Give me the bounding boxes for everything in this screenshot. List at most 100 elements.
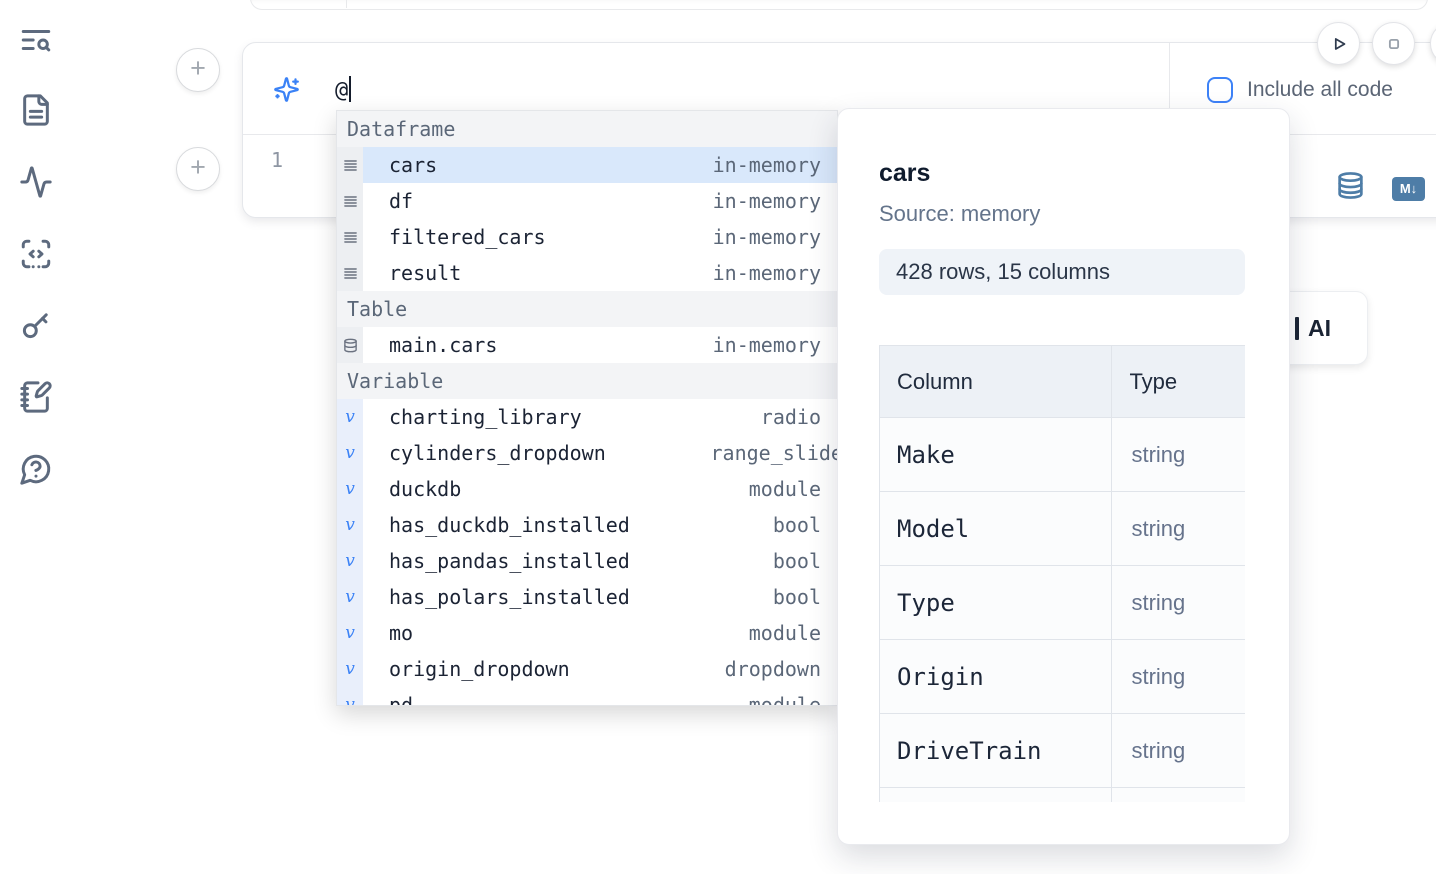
column-name-cell xyxy=(879,787,1113,802)
help-chat-icon[interactable] xyxy=(19,452,55,488)
include-all-code-checkbox[interactable] xyxy=(1207,77,1233,103)
completion-item-type: bool xyxy=(772,585,821,609)
completion-item-type: radio xyxy=(760,405,821,429)
completion-item[interactable]: v mo module xyxy=(337,615,837,651)
preview-type-header: Type xyxy=(1111,345,1245,418)
completion-item[interactable]: v result in-memory xyxy=(337,255,837,291)
column-name-cell: Type xyxy=(879,565,1113,640)
database-icon xyxy=(343,338,357,352)
ai-prompt-input[interactable]: @ xyxy=(335,76,352,104)
completion-item-type: module xyxy=(748,693,821,706)
notebook-pen-icon[interactable] xyxy=(19,380,55,416)
completion-item[interactable]: v has_duckdb_installed bool xyxy=(337,507,837,543)
completion-item[interactable]: v pd module xyxy=(337,687,837,706)
column-name-cell: Model xyxy=(879,491,1113,566)
completion-item[interactable]: v df in-memory xyxy=(337,183,837,219)
completion-item-type: dropdown xyxy=(724,657,821,681)
add-cell-button-bottom[interactable]: + xyxy=(176,147,220,191)
include-all-code-label: Include all code xyxy=(1247,78,1393,101)
code-snippets-icon[interactable] xyxy=(19,237,55,273)
completion-item[interactable]: v has_pandas_installed bool xyxy=(337,543,837,579)
column-name-cell: Make xyxy=(879,417,1113,492)
completion-section-header: Dataframe xyxy=(337,111,837,147)
preview-table-row: Make string xyxy=(879,417,1245,492)
file-text-icon[interactable] xyxy=(19,93,55,129)
sparkles-icon xyxy=(273,76,300,103)
column-name-cell: Origin xyxy=(879,639,1113,714)
completion-section-header: Table xyxy=(337,291,837,327)
variable-icon: v xyxy=(345,514,355,535)
completion-item-name: df xyxy=(389,189,414,213)
completion-item[interactable]: v cars in-memory xyxy=(337,147,837,183)
column-type-cell: string xyxy=(1111,417,1245,492)
completion-item-type: module xyxy=(748,621,821,645)
text-caret xyxy=(349,76,352,102)
completion-item-type: range_slider xyxy=(710,441,838,465)
run-button[interactable] xyxy=(1317,22,1360,65)
completion-item-name: cylinders_dropdown xyxy=(389,441,606,465)
completion-item-type: in-memory xyxy=(712,333,821,357)
completion-item[interactable]: v filtered_cars in-memory xyxy=(337,219,837,255)
completion-item-name: main.cars xyxy=(389,333,498,357)
preview-title: cars xyxy=(879,159,931,187)
completion-item-name: has_duckdb_installed xyxy=(389,513,630,537)
preview-col-header: Column xyxy=(879,345,1113,418)
completion-item-type: module xyxy=(748,477,821,501)
preview-table-partial-row xyxy=(879,787,1245,802)
preview-table-wrap: Column Type Make string Model string Typ… xyxy=(879,345,1245,802)
activity-icon[interactable] xyxy=(19,165,55,201)
completion-item-name: pd xyxy=(389,693,414,706)
column-type-cell: string xyxy=(1111,639,1245,714)
completion-item-name: mo xyxy=(389,621,414,645)
datasource-icon[interactable] xyxy=(1336,171,1365,200)
variable-icon: v xyxy=(345,406,355,427)
stop-button[interactable] xyxy=(1372,22,1415,65)
dataframe-icon xyxy=(343,267,357,279)
preview-table-row: Type string xyxy=(879,565,1245,640)
completion-item-name: duckdb xyxy=(389,477,462,501)
ai-button-occluded-letter xyxy=(1295,316,1299,340)
preview-table-row: DriveTrain string xyxy=(879,713,1245,788)
prompt-text: @ xyxy=(335,78,349,103)
stop-icon xyxy=(1388,38,1399,49)
column-type-cell xyxy=(1111,787,1245,802)
preview-table: Column Type Make string Model string Typ… xyxy=(879,345,1245,802)
add-cell-button-top[interactable]: + xyxy=(176,48,220,92)
column-name-cell: DriveTrain xyxy=(879,713,1113,788)
ai-button-label: AI xyxy=(1308,314,1331,341)
text-search-icon[interactable] xyxy=(19,23,55,59)
completion-item[interactable]: v charting_library radio xyxy=(337,399,837,435)
column-type-cell: string xyxy=(1111,565,1245,640)
completion-section-header: Variable xyxy=(337,363,837,399)
completion-item-type: in-memory xyxy=(712,225,821,249)
key-icon[interactable] xyxy=(19,308,55,344)
preview-source: Source: memory xyxy=(879,201,1041,226)
completion-item-type: in-memory xyxy=(712,153,821,177)
completion-item[interactable]: v duckdb module xyxy=(337,471,837,507)
completion-item-type: bool xyxy=(772,513,821,537)
dataframe-icon xyxy=(343,231,357,243)
line-number: 1 xyxy=(270,148,284,172)
completion-list: Dataframe v cars in-memory v df in-memor… xyxy=(337,111,837,706)
previous-cell-divider xyxy=(346,0,347,8)
dataframe-icon xyxy=(343,159,357,171)
completion-dropdown: Dataframe v cars in-memory v df in-memor… xyxy=(336,110,838,706)
dataframe-icon xyxy=(343,195,357,207)
completion-item[interactable]: v cylinders_dropdown range_slider xyxy=(337,435,837,471)
completion-item-name: origin_dropdown xyxy=(389,657,570,681)
play-icon xyxy=(1334,37,1345,50)
variable-icon: v xyxy=(345,586,355,607)
cell-vertical-divider xyxy=(1169,43,1170,134)
left-sidebar xyxy=(0,0,72,874)
previous-cell-bottom xyxy=(250,0,1428,10)
completion-item-name: result xyxy=(389,261,462,285)
variable-icon: v xyxy=(345,478,355,499)
completion-item-name: has_polars_installed xyxy=(389,585,630,609)
markdown-icon[interactable]: M↓ xyxy=(1392,177,1425,201)
completion-item-type: bool xyxy=(772,549,821,573)
completion-item[interactable]: v origin_dropdown dropdown xyxy=(337,651,837,687)
completion-item-name: cars xyxy=(389,153,438,177)
completion-item[interactable]: v has_polars_installed bool xyxy=(337,579,837,615)
completion-item[interactable]: v main.cars in-memory xyxy=(337,327,837,363)
variable-icon: v xyxy=(345,658,355,679)
